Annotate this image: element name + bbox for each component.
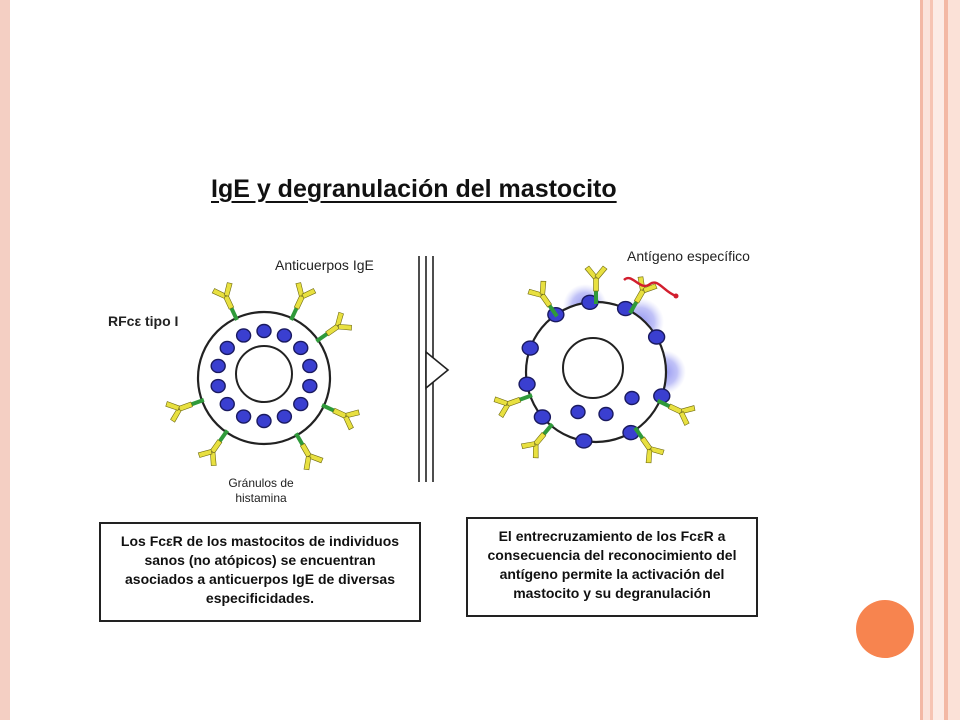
antigen-tip [673,293,679,299]
granule-left [276,409,293,424]
granule-budding [521,340,539,356]
caption-left: Los FcεR de los mastocitos de individuos… [99,522,421,622]
granules-label: Gránulos de histamina [228,476,294,505]
granule-budding [575,433,593,449]
granule-left [219,396,235,412]
granule-budding [647,329,666,345]
granule-left [276,328,293,343]
caption-right: El entrecruzamiento de los FcεR a consec… [466,517,758,617]
frame-left-border [0,0,10,720]
granule-right [570,404,586,420]
granule-left [210,358,226,374]
frame-right-border [918,0,960,720]
nucleus-right [562,337,624,399]
resting-mast-cell [164,280,362,473]
granule-left [293,396,309,412]
granule-right [624,390,640,406]
activated-mast-cell [492,265,698,466]
nucleus-left [235,345,293,403]
diagram-title: IgE y degranulación del mastocito [211,175,617,203]
granule-left [302,378,318,394]
granule-left [235,409,252,424]
transition-arrow [418,256,450,482]
granule-group-left [210,323,318,429]
granule-left [235,328,252,343]
granule-left [210,378,226,394]
granule-left [256,323,272,339]
receptor-label: RFcε tipo I [108,313,179,329]
granule-budding [533,409,552,425]
granule-left [256,413,272,429]
granule-right [598,406,614,422]
granule-left [302,358,318,374]
granule-budding [518,376,536,392]
antigen-strand [623,277,677,298]
granule-left [219,340,235,356]
accent-circle-decoration [856,600,914,658]
antigen-label: Antígeno específico [627,248,750,264]
granule-left [293,340,309,356]
antibodies-label: Anticuerpos IgE [275,257,374,273]
